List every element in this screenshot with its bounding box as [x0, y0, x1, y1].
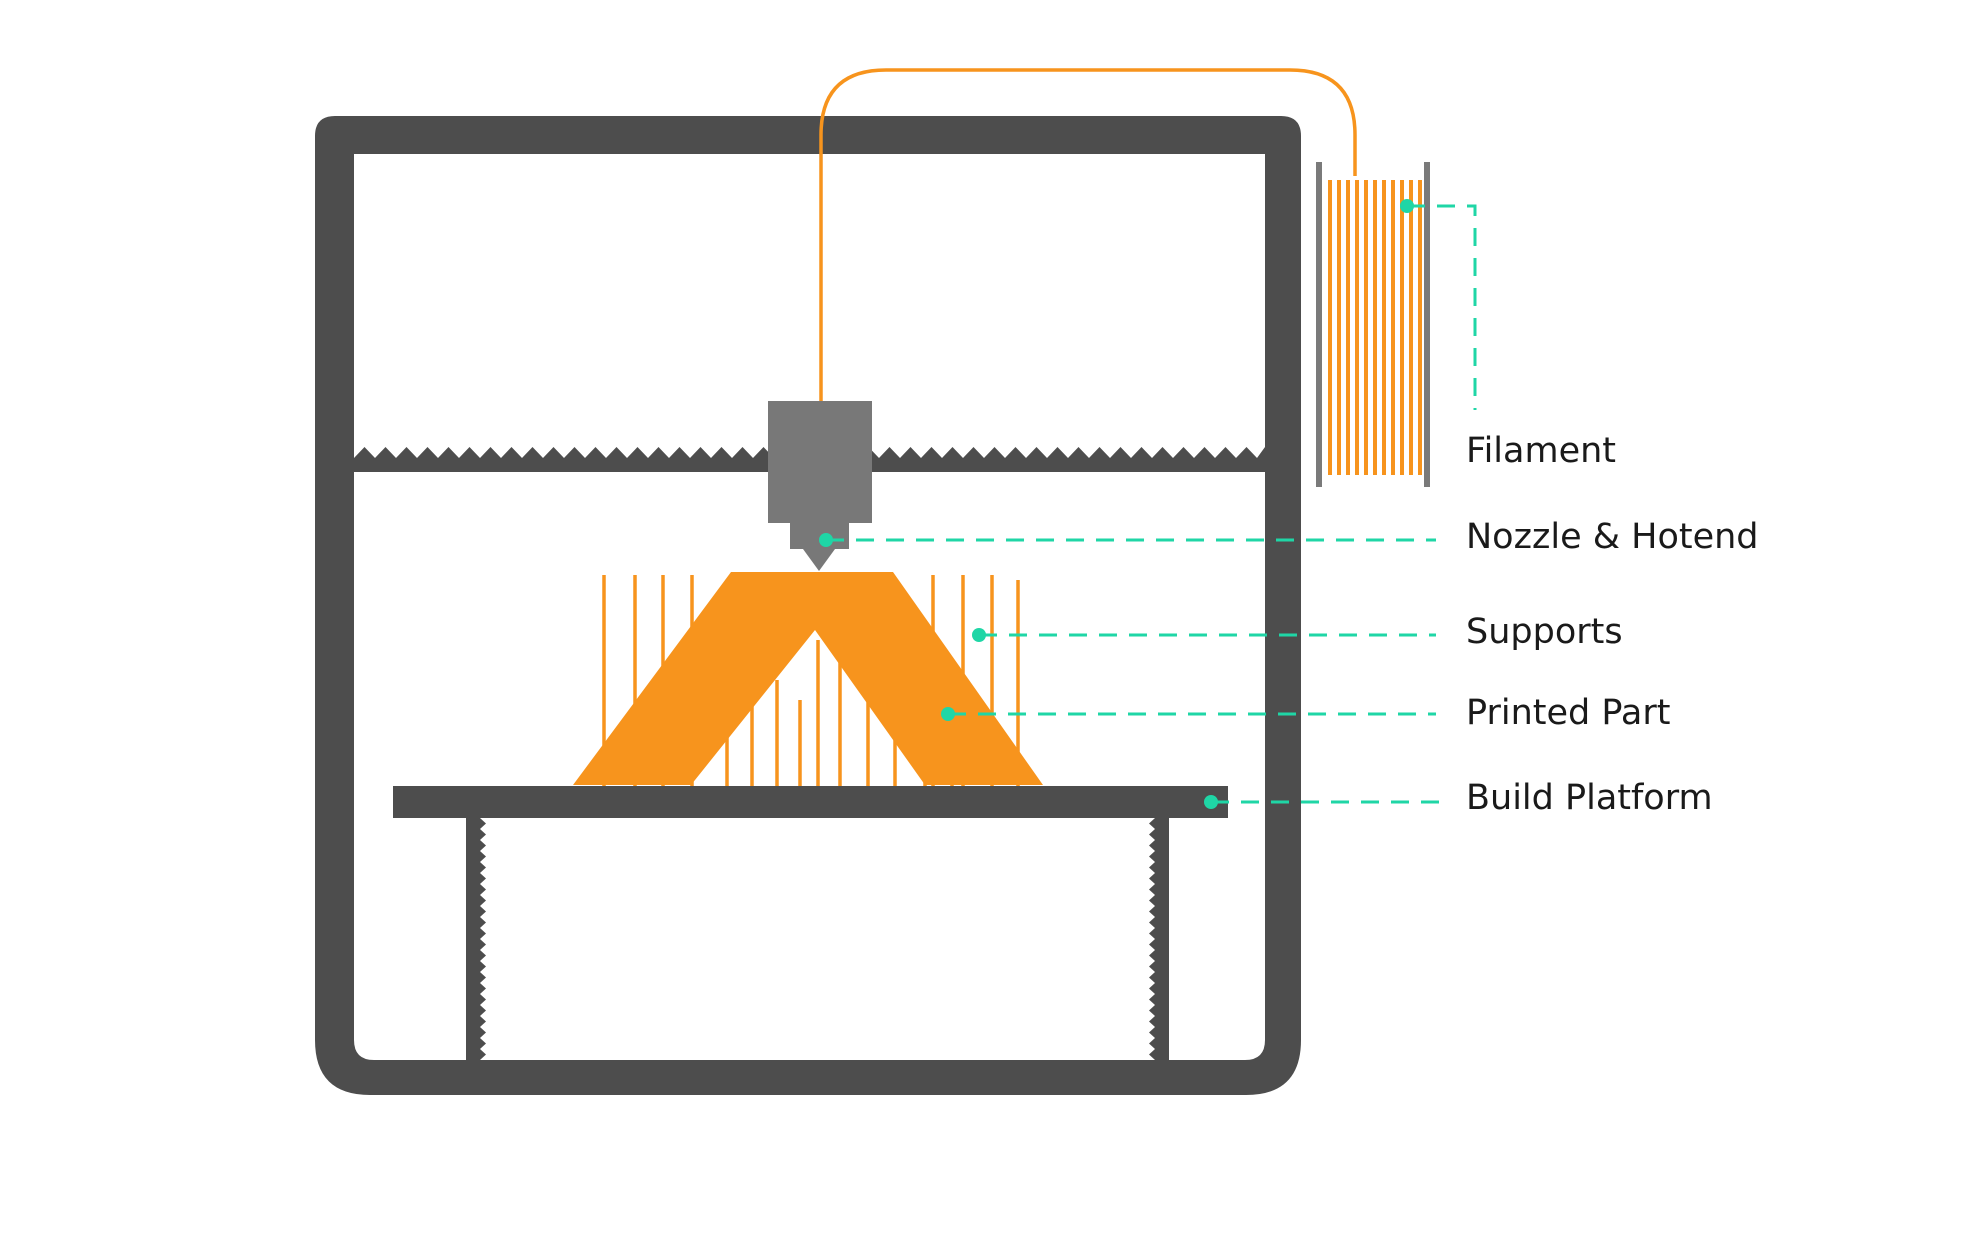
- printed-part: [573, 572, 1043, 785]
- callout-build-platform: [1204, 795, 1445, 809]
- callout-nozzle-dot: [819, 533, 833, 547]
- nozzle-tip: [803, 549, 835, 571]
- spool-flange-left: [1316, 162, 1322, 487]
- callout-filament-line: [1407, 204, 1477, 410]
- callout-printed-part-dot: [941, 707, 955, 721]
- callout-supports-dot: [972, 628, 986, 642]
- label-supports: Supports: [1466, 612, 1623, 652]
- z-screw-right: [1149, 818, 1169, 1060]
- z-screw-left: [466, 818, 486, 1060]
- build-platform: [393, 786, 1228, 818]
- extruder-hotend: [768, 401, 872, 571]
- label-nozzle-hotend: Nozzle & Hotend: [1466, 517, 1759, 557]
- callout-nozzle: [819, 533, 1436, 547]
- callout-build-platform-dot: [1204, 795, 1218, 809]
- extruder-body: [768, 401, 872, 523]
- label-printed-part: Printed Part: [1466, 693, 1670, 733]
- spool-flange-right: [1424, 162, 1430, 487]
- filament-path: [819, 68, 1357, 405]
- callout-supports: [972, 628, 1436, 642]
- label-filament: Filament: [1466, 431, 1616, 471]
- callout-filament-dot: [1400, 199, 1414, 213]
- filament-spool: [1316, 162, 1430, 487]
- heater-block: [790, 523, 849, 549]
- label-build-platform: Build Platform: [1466, 778, 1713, 818]
- callouts: [819, 199, 1477, 809]
- callout-printed-part: [941, 707, 1436, 721]
- spool-windings: [1328, 180, 1422, 475]
- callout-filament: [1400, 199, 1477, 410]
